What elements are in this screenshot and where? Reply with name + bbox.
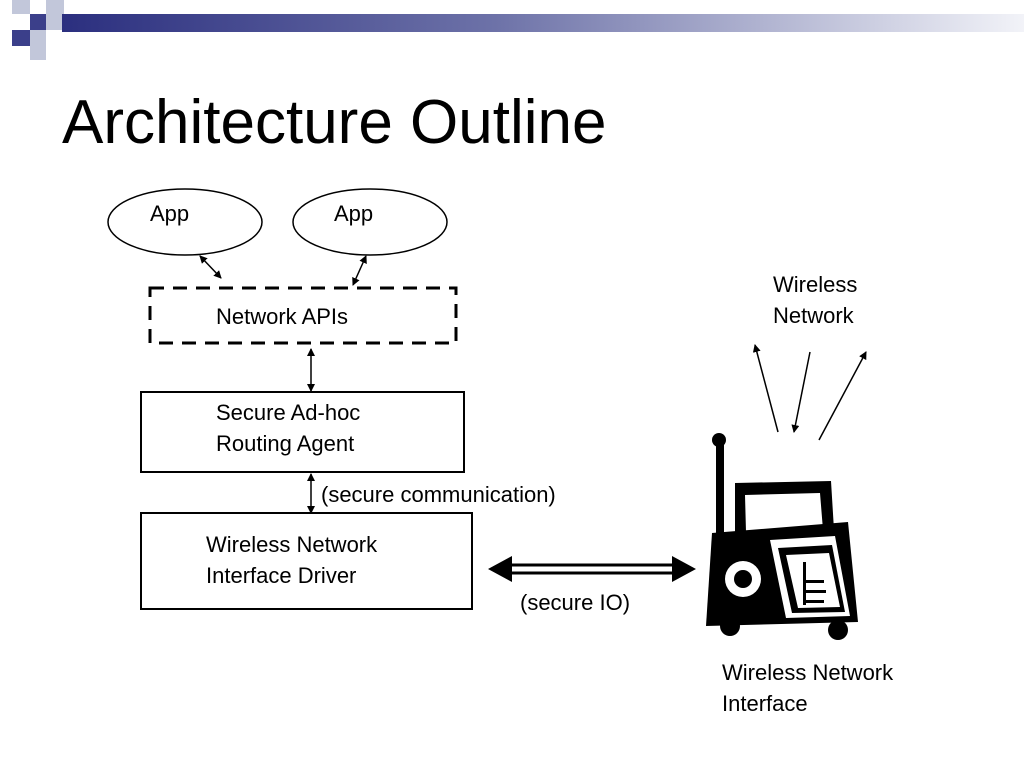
signal-arrow-up-right [818, 351, 867, 441]
secure-io-label: (secure IO) [520, 590, 631, 615]
nic-driver-label: Wireless Network Interface Driver [206, 532, 378, 588]
signal-arrow-down [791, 351, 811, 433]
wireless-network-label: Wireless Network [773, 272, 858, 328]
app-right-label: App [334, 201, 374, 226]
routing-agent-box [140, 391, 465, 473]
header-banner [62, 14, 1024, 32]
wireless-interface-label: Wireless Network Interface [722, 660, 894, 716]
routing-agent-label: Secure Ad-hoc Routing Agent [216, 400, 361, 456]
logo-squares [12, 0, 64, 60]
network-apis-box [148, 286, 458, 345]
network-apis-label: Network APIs [216, 304, 349, 329]
app-right-ellipse [292, 188, 448, 256]
portable-radio-icon [706, 433, 858, 640]
arrow-app-right-apis [352, 255, 367, 286]
secure-io-arrow [488, 556, 696, 582]
arrow-app-left-apis [199, 255, 222, 279]
slide-title: Architecture Outline [62, 88, 607, 157]
app-left-ellipse [107, 188, 263, 256]
secure-communication-label: (secure communication) [321, 482, 556, 507]
signal-arrow-up-left [752, 344, 779, 433]
nic-driver-box [140, 512, 473, 610]
app-left-label: App [150, 201, 190, 226]
